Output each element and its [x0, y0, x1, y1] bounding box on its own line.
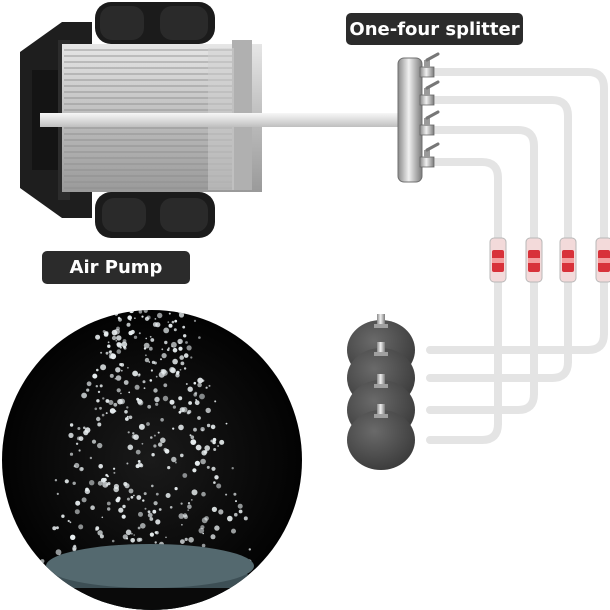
splitter-valve-3: [419, 110, 440, 136]
check-valve-icon: [489, 237, 507, 283]
air-tube-3: [426, 126, 538, 414]
main-air-tube: [40, 113, 402, 127]
air-pump-label: Air Pump: [42, 251, 190, 284]
splitter-valve-2: [419, 80, 440, 106]
air-tube-1: [426, 68, 608, 354]
air-tube-4: [426, 158, 502, 444]
check-valve-icon: [525, 237, 543, 283]
check-valves: [489, 237, 610, 283]
check-valve-icon: [595, 237, 610, 283]
splitter-valve-4: [419, 142, 440, 168]
bubbling-air-stone-photo: [2, 310, 302, 610]
air-tubing: [426, 68, 608, 444]
splitter-valve-1: [419, 52, 440, 78]
check-valve-icon: [559, 237, 577, 283]
splitter-label: One-four splitter: [346, 13, 523, 45]
air-stones: [347, 314, 415, 470]
splitter-manifold-icon: [397, 52, 440, 183]
air-stone-icon: [347, 404, 415, 470]
